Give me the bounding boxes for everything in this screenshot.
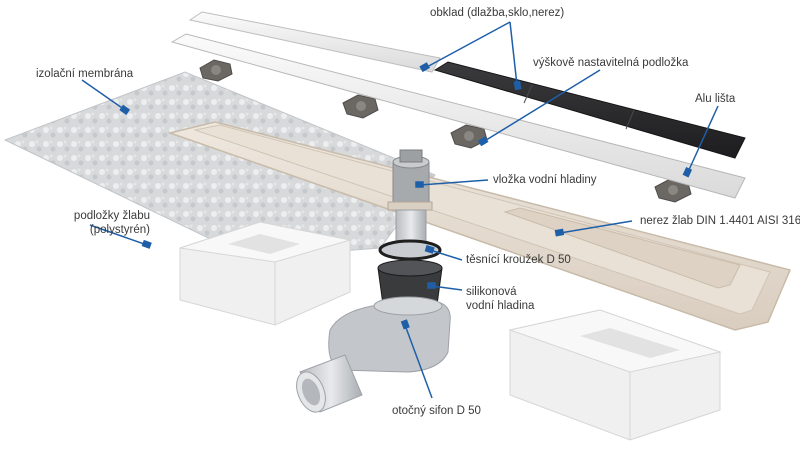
label-pads-line1: podložky žlabu bbox=[73, 210, 150, 222]
rotating-siphon bbox=[296, 296, 451, 413]
label-alu-strip: Alu lišta bbox=[695, 93, 736, 105]
polystyrene-pad-right bbox=[508, 309, 722, 441]
label-silicone: silikonová vodní hladina bbox=[466, 285, 534, 313]
leader-dark-tile bbox=[509, 21, 518, 86]
alu-strip bbox=[170, 33, 746, 199]
label-siphon: otočný sifon D 50 bbox=[392, 405, 481, 417]
leader-lines bbox=[81, 21, 719, 399]
leader-alu bbox=[687, 105, 719, 173]
label-pads-line2: (polystyrén) bbox=[89, 224, 150, 236]
leader-silicone bbox=[431, 285, 463, 291]
leader-membrane bbox=[81, 79, 126, 111]
leader-gasket bbox=[429, 249, 463, 261]
label-gasket: těsnící kroužek D 50 bbox=[466, 254, 571, 266]
tile-strip bbox=[188, 11, 441, 73]
leader-height-pad bbox=[482, 69, 601, 143]
dark-tile-strip bbox=[433, 61, 746, 159]
label-height-pad: výškově nastavitelná podložka bbox=[533, 57, 689, 69]
water-level-insert bbox=[387, 149, 433, 211]
leader-tile bbox=[424, 21, 511, 69]
stainless-channel bbox=[167, 121, 792, 331]
label-membrane: izolační membrána bbox=[36, 68, 134, 80]
leader-insert bbox=[419, 179, 489, 186]
height-pad-1 bbox=[199, 59, 233, 82]
label-tile: obklad (dlažba,sklo,nerez) bbox=[430, 7, 565, 19]
label-insert: vložka vodní hladiny bbox=[493, 174, 597, 186]
polystyrene-pad-left bbox=[179, 221, 351, 326]
gasket-ring bbox=[378, 239, 442, 261]
label-silicone-line1: silikonová bbox=[466, 286, 517, 298]
leader-channel bbox=[559, 220, 633, 234]
label-pads: podložky žlabu (polystyrén) bbox=[40, 209, 150, 237]
leader-pads bbox=[89, 224, 148, 246]
height-pad-2 bbox=[342, 94, 379, 119]
label-silicone-line2: vodní hladina bbox=[466, 300, 535, 312]
leader-siphon bbox=[404, 324, 433, 399]
label-channel: nerez žlab DIN 1.4401 AISI 316 bbox=[640, 215, 800, 227]
